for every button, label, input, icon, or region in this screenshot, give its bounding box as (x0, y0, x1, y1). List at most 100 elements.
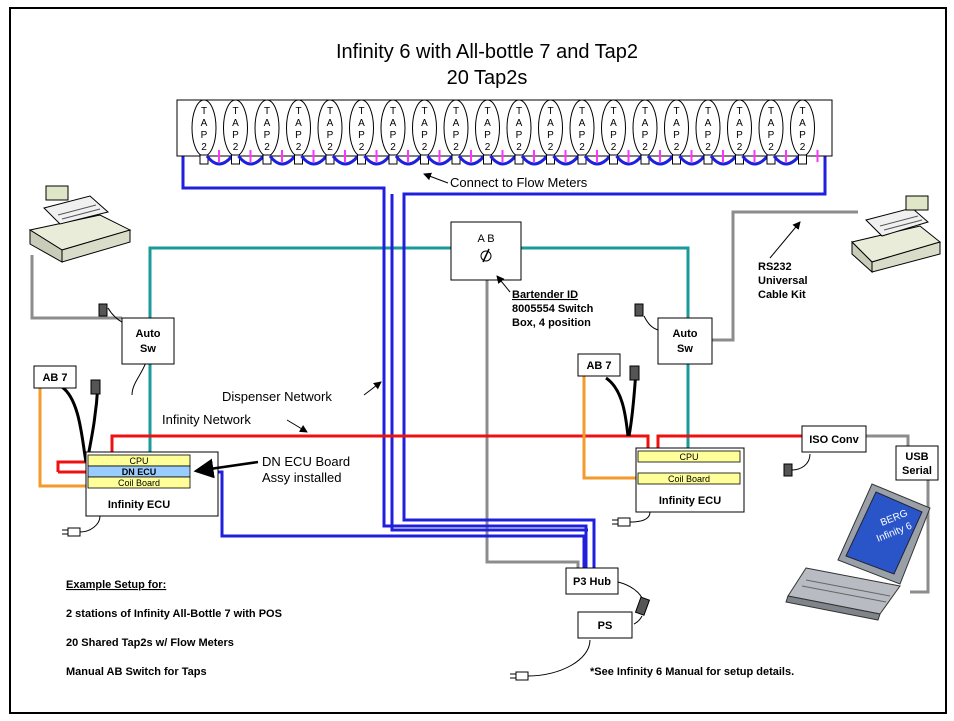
tap-letter: A (232, 118, 239, 129)
flow-meter-loop (363, 155, 391, 166)
flow-meters-arrow (423, 172, 449, 184)
flow-meter-loop (552, 155, 580, 166)
tap-letter: A (799, 118, 806, 129)
tap-letter: P (390, 130, 397, 141)
auto-sw-right (657, 317, 713, 365)
tap-letter: P (484, 130, 491, 141)
tap-letter: 2 (674, 142, 680, 153)
ab7-cord-left (61, 385, 88, 463)
tap-letter: T (390, 106, 396, 117)
flow-meter-loop (520, 155, 549, 166)
tap-letter: T (484, 106, 490, 117)
tap-letter: A (642, 118, 649, 129)
tap-letter: A (705, 118, 712, 129)
flow-meter-loop (489, 155, 517, 166)
tap-letter: T (232, 106, 238, 117)
flow-meter-loop (709, 155, 738, 166)
teal-network-left (148, 246, 454, 460)
usb-serial-label-2: Serial (902, 465, 932, 477)
tap-letter: P (673, 130, 680, 141)
tap-letter: 2 (422, 142, 428, 153)
flow-meter-loop (583, 155, 612, 166)
ab7-box-right (577, 353, 621, 377)
plug-icon (634, 596, 651, 616)
tap-letter: P (768, 130, 775, 141)
tap-letter: 2 (800, 142, 806, 153)
dispenser-network-arrow (363, 381, 382, 396)
ab7-left-label: AB 7 (42, 372, 67, 384)
power-plug-icon (612, 517, 631, 527)
tap-letter: A (579, 118, 586, 129)
ecu-right-cpu (637, 450, 741, 463)
plug-icon (783, 463, 793, 477)
dn-board-label-1: DN ECU Board (262, 454, 350, 469)
tap-letter: P (295, 130, 302, 141)
tap-letter: 2 (768, 142, 774, 153)
auto-sw-right-label-1: Auto (672, 328, 697, 340)
ecu-right-coil-board-label: Coil Board (668, 474, 710, 484)
plug-icon (98, 303, 108, 317)
tap-letter: P (736, 130, 743, 141)
dn-board-label-2: Assy installed (262, 470, 341, 485)
ecu-left-coil-board (87, 476, 191, 489)
blue-cable-2 (402, 140, 827, 568)
tap-letter: T (579, 106, 585, 117)
tap-letter: P (453, 130, 460, 141)
tap-letter: 2 (548, 142, 554, 153)
tap-letter: 2 (296, 142, 302, 153)
tap-letter: T (295, 106, 301, 117)
flow-meter-loop (678, 155, 706, 166)
rs232-label-1: RS232 (758, 261, 792, 273)
ecu-right-cpu-label: CPU (679, 452, 698, 462)
iso-conv-label: ISO Conv (809, 434, 859, 446)
tap-letter: 2 (737, 142, 743, 153)
tap-letter: T (327, 106, 333, 117)
tap-letter: T (516, 106, 522, 117)
tap-letter: A (201, 118, 208, 129)
ps-plug-cord (633, 615, 643, 625)
ecu-left-cpu-label: CPU (129, 456, 148, 466)
example-heading: Example Setup for: (66, 579, 166, 591)
ps-box (577, 611, 633, 639)
ab-switch-label: A B (477, 233, 494, 245)
tap-letter: 2 (485, 142, 491, 153)
ecu-right-power-cord (629, 511, 651, 523)
example-item: Manual AB Switch for Taps (66, 666, 207, 678)
auto-sw-left-plug-cord (107, 307, 123, 323)
tap-letter: P (201, 130, 208, 141)
tap-letter: A (390, 118, 397, 129)
tap-letter: A (673, 118, 680, 129)
tap-letter: 2 (327, 142, 333, 153)
tap-letter: P (421, 130, 428, 141)
red-left-loop-a (56, 460, 88, 472)
tap-letter: P (516, 130, 523, 141)
ecu-left-dn-ecu-label: DN ECU (122, 467, 157, 477)
tap-letter: A (484, 118, 491, 129)
plug-icon (634, 303, 644, 317)
tap-letter: P (642, 130, 649, 141)
switch-knob-icon[interactable] (480, 248, 492, 263)
cash-register-left-icon (28, 185, 132, 263)
tap-letter: T (453, 106, 459, 117)
switch-desc-2: Box, 4 position (512, 317, 591, 329)
tap-letter: T (358, 106, 364, 117)
tap-letter: A (421, 118, 428, 129)
flow-meter-loop (426, 155, 454, 166)
ab7-plug-right (629, 365, 640, 381)
power-plug-icon (62, 527, 81, 537)
tap-letter: A (295, 118, 302, 129)
flow-meter-loop (457, 155, 486, 166)
tap-letter: 2 (453, 142, 459, 153)
laptop-icon (785, 483, 931, 621)
